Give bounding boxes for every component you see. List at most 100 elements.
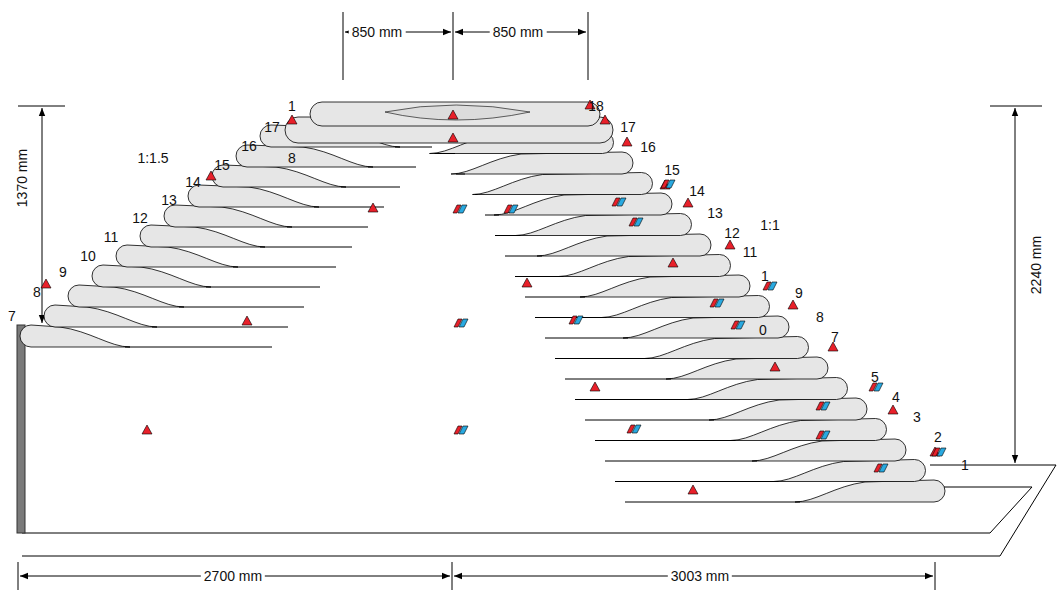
- wrapped-layer: [580, 275, 750, 297]
- pressure-sensor: [688, 485, 698, 494]
- layer-number: 0: [759, 323, 767, 337]
- sensor-markers: [41, 100, 946, 494]
- wrapped-layer: [92, 265, 211, 287]
- layer-number: 14: [689, 184, 705, 198]
- wrapped-layer: [68, 285, 184, 307]
- layer-number: 17: [264, 120, 280, 134]
- reinforcement-line: [625, 502, 800, 503]
- wrapped-layer: [774, 460, 926, 482]
- layer-number: 5: [871, 370, 879, 384]
- strain-gauge: [632, 425, 641, 433]
- layer-number: 18: [588, 99, 604, 113]
- strain-gauge: [879, 464, 888, 472]
- layer-number: 1:1.5: [137, 151, 168, 165]
- pressure-sensor: [683, 198, 693, 207]
- strain-gauge: [874, 383, 883, 391]
- wrapped-layer: [188, 185, 319, 207]
- layer-number: 7: [8, 309, 16, 323]
- wrapped-layer: [537, 234, 711, 256]
- reinforcement-line: [287, 227, 368, 228]
- dimension-label: 2240 mm: [1029, 233, 1043, 297]
- retaining-wall: [17, 325, 25, 533]
- wrapped-layer: [645, 337, 809, 359]
- pressure-sensor: [41, 279, 51, 288]
- wrapped-layer: [116, 245, 238, 267]
- reinforcement-line: [615, 481, 779, 482]
- strain-gauge: [821, 431, 830, 439]
- layer-number: 13: [161, 193, 177, 207]
- pressure-sensor: [287, 115, 297, 124]
- pressure-sensor: [888, 405, 898, 414]
- wrapped-layer: [164, 205, 292, 227]
- wrapped-layer: [731, 419, 887, 441]
- wrapped-layer: [516, 214, 692, 236]
- layer-number: 15: [214, 158, 230, 172]
- wrapped-layer: [20, 325, 130, 347]
- strain-gauge: [459, 319, 468, 327]
- reinforcement-line: [555, 358, 650, 359]
- wrapped-layer: [451, 152, 633, 174]
- reinforcement-line: [475, 194, 478, 195]
- dimension-label: 1370 mm: [15, 146, 29, 210]
- wrapped-layer: [44, 305, 157, 327]
- reinforcement-line: [152, 327, 288, 328]
- strain-gauge: [715, 299, 724, 307]
- strain-gauge: [736, 321, 745, 329]
- layer-number: 3: [913, 410, 921, 424]
- reinforcement-line: [125, 347, 272, 348]
- wrapped-layer: [709, 398, 867, 420]
- layer-number: 16: [640, 140, 656, 154]
- reinforcement-line: [341, 187, 400, 188]
- reinforcement-line: [585, 420, 714, 421]
- pressure-sensor: [448, 133, 458, 142]
- dimension-label: 850 mm: [490, 25, 547, 39]
- strain-gauge: [458, 205, 467, 213]
- pressure-sensor: [668, 258, 678, 267]
- pressure-sensor: [206, 171, 216, 180]
- layer-number: 7: [831, 330, 839, 344]
- layer-number: 12: [132, 211, 148, 225]
- reinforcement-line: [535, 317, 607, 318]
- pressure-sensor: [788, 300, 798, 309]
- layer-number: 9: [59, 265, 67, 279]
- strain-gauge: [617, 198, 626, 206]
- crest-layer: [385, 105, 530, 120]
- wrapped-layer: [752, 439, 906, 461]
- wrapped-layer: [602, 296, 770, 318]
- pressure-sensor: [242, 316, 252, 325]
- reinforcement-line: [456, 174, 465, 175]
- reinforcement-line: [565, 379, 671, 380]
- strain-gauge: [574, 316, 583, 324]
- reinforcement-line: [605, 461, 757, 462]
- pressure-sensor: [622, 137, 632, 146]
- strain-gauge: [937, 448, 946, 456]
- strain-gauge: [821, 402, 830, 410]
- crest-layer: [310, 102, 600, 126]
- pressure-sensor: [600, 115, 610, 124]
- layer-number: 1:1: [760, 218, 779, 232]
- reinforcement-line: [495, 235, 521, 236]
- wrapped-layer: [212, 165, 346, 187]
- reinforcement-line: [368, 167, 416, 168]
- strain-gauge: [509, 205, 518, 213]
- pressure-sensor: [142, 425, 152, 434]
- reinforcement-line: [525, 297, 585, 298]
- layer-number: 10: [80, 249, 96, 263]
- dimension-label: 850 mm: [349, 25, 406, 39]
- layer-number: 13: [707, 206, 723, 220]
- pressure-sensor: [448, 110, 458, 119]
- geotextile-layers: [20, 102, 945, 502]
- reinforcement-line: [505, 256, 542, 257]
- dimension-lines: [18, 12, 1042, 590]
- reinforcement-line: [575, 399, 693, 400]
- layer-number: 12: [724, 226, 740, 240]
- layer-number: 1: [761, 269, 769, 283]
- dimension-label: 2700 mm: [201, 569, 265, 583]
- layer-number: 11: [104, 230, 119, 244]
- pressure-sensor: [770, 362, 780, 371]
- reinforcement-line: [395, 147, 432, 148]
- layer-number: 8: [816, 310, 824, 324]
- layer-number: 17: [620, 120, 636, 134]
